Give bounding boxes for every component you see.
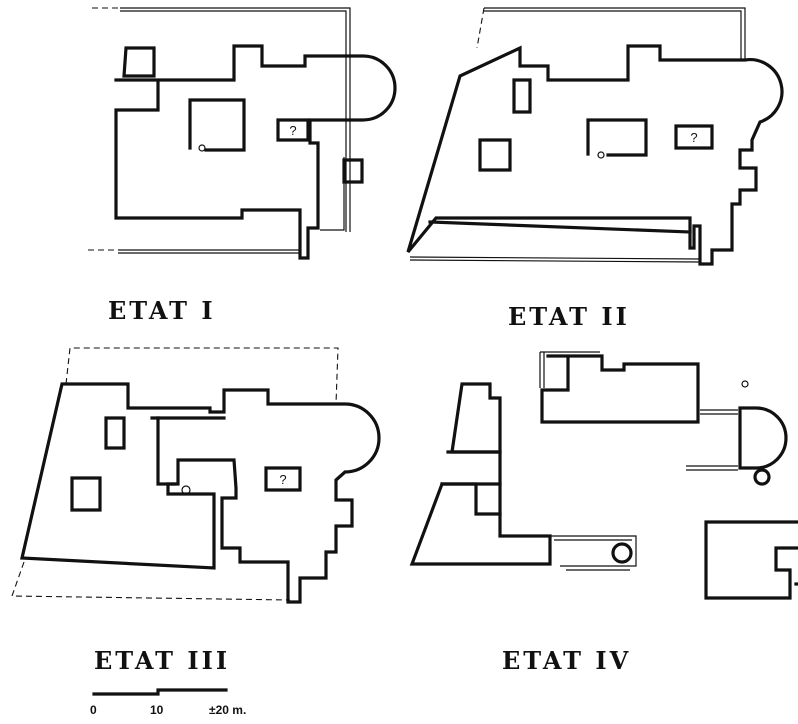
- annex-room: [122, 46, 156, 78]
- unknown-room: [264, 466, 302, 492]
- enclosure-wall-bottom: [409, 256, 701, 260]
- enclosure-wall-double: [484, 10, 742, 60]
- enclosure-wall-bottom: [409, 259, 701, 263]
- enclosure-wall-double: [484, 7, 746, 60]
- interior-room: [586, 118, 648, 157]
- building-wall: [704, 520, 798, 600]
- unknown-mark: ?: [690, 130, 697, 145]
- unknown-mark: ?: [279, 472, 286, 487]
- unknown-room: [276, 118, 310, 142]
- building-wall: [450, 382, 502, 454]
- passage-wall: [550, 535, 637, 567]
- well-circle: [198, 144, 206, 152]
- side-room: [342, 158, 364, 184]
- caption-etat-4: ETAT IV: [502, 646, 632, 675]
- building-wall: [442, 450, 502, 486]
- apse-wall: [738, 406, 788, 470]
- building-wall: [540, 354, 700, 424]
- caption-etat-1: ETAT I: [108, 296, 216, 325]
- well-circle: [753, 468, 771, 486]
- scale-bar: [92, 688, 228, 696]
- well-circle: [181, 485, 191, 495]
- plan-etat-1: ?: [88, 7, 397, 260]
- boundary-dashed: [11, 561, 291, 601]
- plan-etat-2: ?: [406, 7, 784, 266]
- scale-tick-0: 0: [90, 703, 97, 717]
- well-circle: [597, 151, 605, 159]
- annex-wall: [320, 157, 345, 231]
- caption-etat-2: ETAT II: [508, 302, 630, 331]
- building-wall: [409, 481, 552, 566]
- scale-tick-10: 10: [150, 703, 164, 717]
- boundary-dashed: [65, 347, 339, 405]
- building-wall: [440, 482, 502, 516]
- interior-room: [70, 476, 102, 512]
- plan-etat-4: [409, 351, 798, 600]
- main-building-wall: [406, 44, 784, 266]
- enclosure-wall-double: [120, 10, 347, 232]
- boundary-dashed-top: [476, 7, 485, 49]
- unknown-mark: ?: [289, 123, 296, 138]
- interior-room: [512, 78, 532, 114]
- interior-room: [478, 138, 512, 172]
- inner-cross-wall: [428, 220, 692, 234]
- well-circle-small: [741, 380, 749, 388]
- main-building-wall: [114, 44, 397, 260]
- interior-room: [188, 98, 246, 152]
- caption-etat-3: ETAT III: [94, 646, 231, 675]
- scale-bar-line: [92, 688, 228, 696]
- enclosure-wall-double: [120, 7, 351, 232]
- unknown-room: [674, 124, 714, 150]
- inner-wall: [150, 416, 176, 486]
- plan-etat-3: ?: [11, 347, 381, 604]
- interior-room: [104, 416, 126, 450]
- well-circle: [611, 542, 633, 564]
- main-building-wall: [20, 382, 381, 604]
- scale-tick-20: ±20 m.: [209, 703, 247, 717]
